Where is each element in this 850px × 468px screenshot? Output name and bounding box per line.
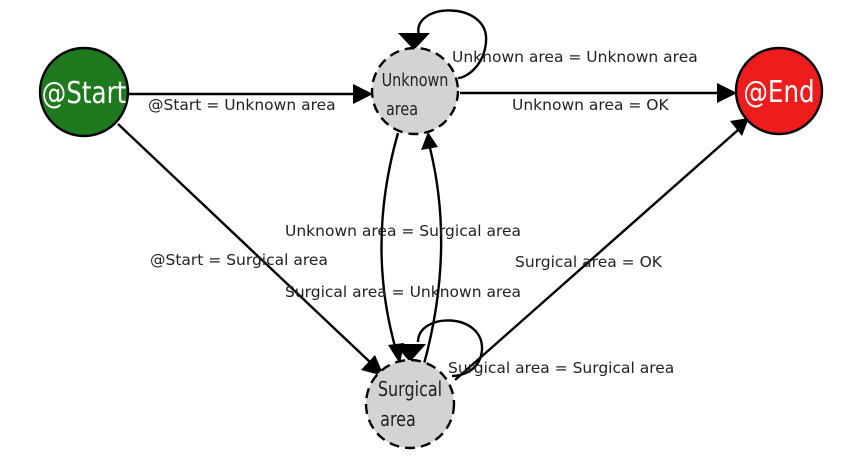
edge-label-unknown-self: Unknown area = Unknown area bbox=[452, 48, 698, 66]
edge-unknown-self-loop bbox=[417, 9, 488, 80]
edge-surgical-self-loop bbox=[416, 319, 484, 378]
edge-label-surgical-to-unknown: Surgical area = Unknown area bbox=[285, 283, 521, 301]
arrowhead-unknown-self-loop bbox=[398, 33, 430, 50]
arrowhead-start-to-unknown bbox=[353, 84, 373, 104]
edge-label-unknown-to-surgical: Unknown area = Surgical area bbox=[285, 222, 521, 240]
node-unknown-area-label-line2: area bbox=[386, 98, 418, 119]
node-unknown-area-circle bbox=[370, 46, 460, 136]
node-surgical-area: Surgical area bbox=[364, 358, 456, 450]
edge-label-unknown-to-end: Unknown area = OK bbox=[512, 96, 669, 114]
node-start: @Start bbox=[38, 46, 130, 138]
edge-label-start-to-unknown: @Start = Unknown area bbox=[148, 96, 336, 114]
node-end-label: @End bbox=[743, 76, 814, 110]
arrowhead-surgical-to-unknown bbox=[421, 132, 438, 150]
arrowhead-start-to-surgical bbox=[361, 355, 384, 376]
node-end: @End bbox=[734, 46, 824, 136]
node-unknown-area: Unknown area bbox=[370, 46, 460, 136]
node-unknown-area-label-line1: Unknown bbox=[382, 69, 449, 90]
node-start-label: @Start bbox=[42, 77, 127, 111]
edge-start-to-surgical bbox=[117, 123, 373, 365]
node-end-circle bbox=[734, 46, 824, 136]
edge-label-surgical-to-end: Surgical area = OK bbox=[515, 253, 663, 271]
arrowhead-unknown-to-end bbox=[717, 83, 737, 103]
node-surgical-area-circle bbox=[364, 358, 456, 450]
edge-unknown-to-surgical bbox=[380, 132, 400, 351]
node-surgical-area-label-line1: Surgical bbox=[378, 378, 442, 401]
arrowhead-surgical-to-end bbox=[730, 118, 749, 136]
node-start-circle bbox=[38, 46, 130, 138]
edge-label-start-to-surgical: @Start = Surgical area bbox=[150, 251, 328, 269]
edge-surgical-to-unknown bbox=[422, 147, 443, 365]
arrowhead-surgical-self-loop bbox=[394, 344, 426, 362]
edge-surgical-to-end bbox=[454, 129, 739, 381]
edge-label-surgical-self: Surgical area = Surgical area bbox=[448, 359, 674, 377]
node-surgical-area-label-line2: area bbox=[380, 408, 416, 431]
